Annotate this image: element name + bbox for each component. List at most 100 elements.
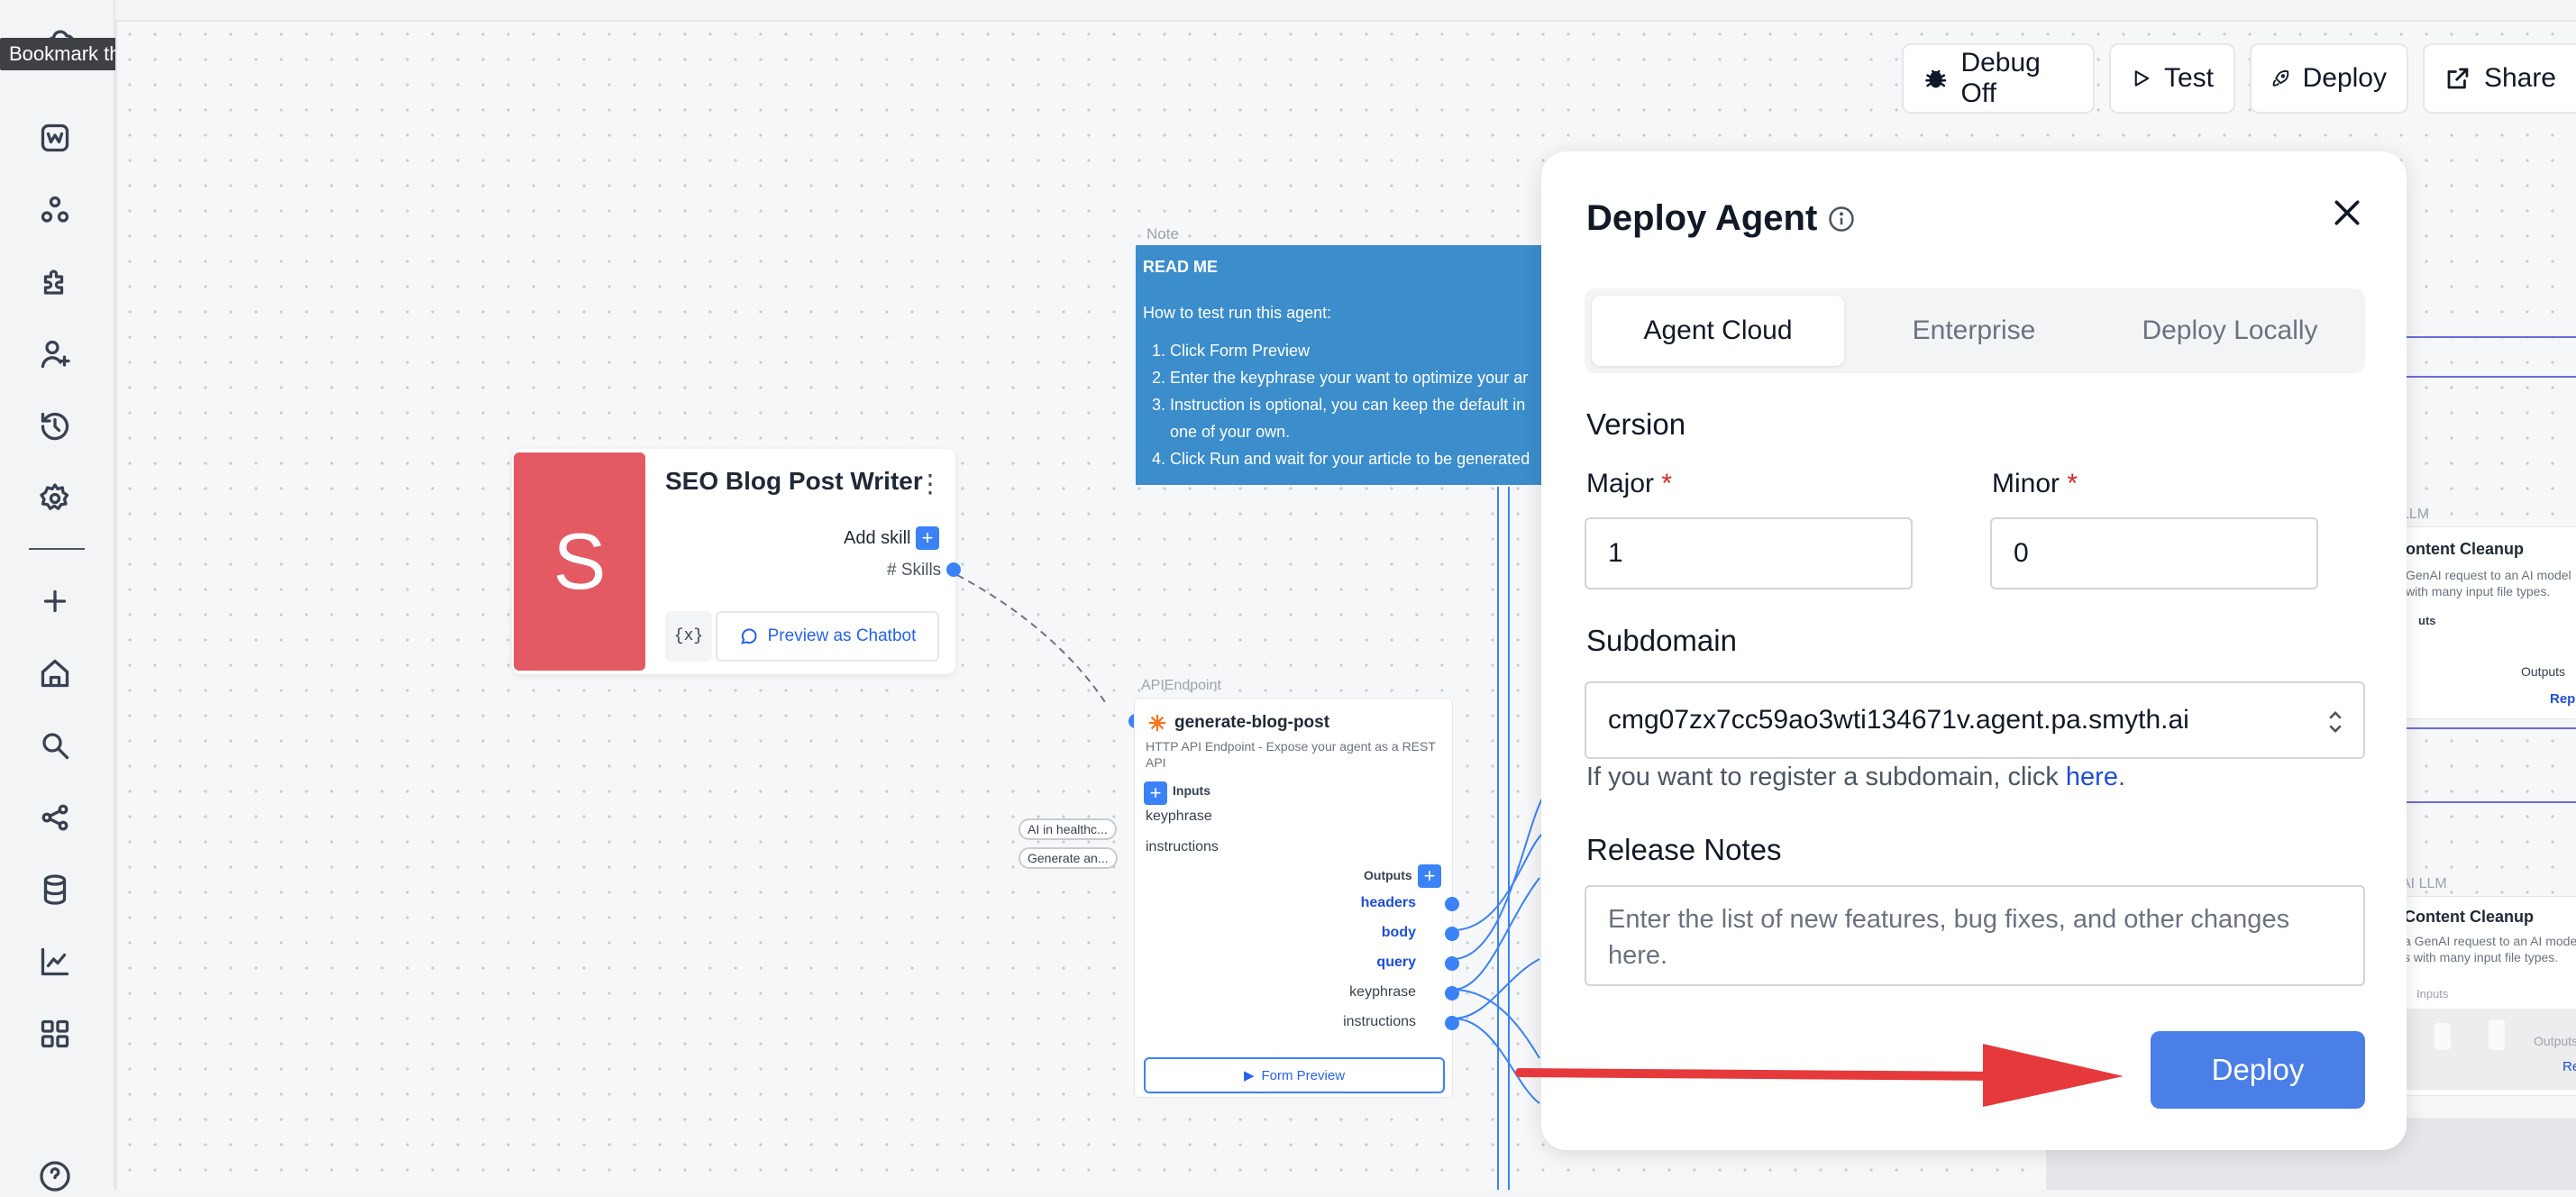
readme-note[interactable]: READ ME How to test run this agent: Clic… [1136,245,1550,485]
w-logo-icon[interactable] [34,117,76,159]
output-connector[interactable] [1445,897,1459,911]
chart-icon[interactable] [34,941,76,982]
form-preview-button[interactable]: ▶ Form Preview [1144,1057,1445,1093]
settings-icon[interactable] [34,478,76,519]
test-button[interactable]: Test [2109,43,2235,114]
deploy-toolbar-button[interactable]: Deploy [2250,43,2408,114]
side-card-link[interactable]: Re [2562,1059,2576,1074]
subdomain-value: cmg07zx7cc59ao3wti134671v.agent.pa.smyth… [1608,705,2189,735]
api-endpoint-caption: APIEndpoint [1141,678,1221,693]
form-preview-label: Form Preview [1261,1067,1346,1083]
input-instructions: instructions [1146,839,1219,854]
connection-line [1452,1018,1540,1104]
output-connector[interactable] [1445,1016,1459,1030]
register-here-link[interactable]: here [2065,763,2118,791]
tab-enterprise[interactable]: Enterprise [1912,315,2036,345]
major-input[interactable]: 1 [1585,517,1913,589]
agent-title: SEO Blog Post Writer [665,467,923,495]
endpoint-icon [1148,714,1166,732]
puzzle-icon[interactable] [34,261,76,303]
note-step: Instruction is optional, you can keep th… [1170,391,1530,445]
input-pill[interactable]: Generate an... [1019,847,1118,869]
tab-agent-cloud[interactable]: Agent Cloud [1592,296,1844,366]
share-button[interactable]: Share [2423,43,2576,114]
help-icon[interactable] [34,1156,76,1197]
modal-title: Deploy Agent [1586,198,1818,238]
subdomain-select[interactable]: cmg07zx7cc59ao3wti134671v.agent.pa.smyth… [1585,681,2365,759]
add-skill-button[interactable]: + [916,526,939,550]
sidebar-divider [29,548,85,550]
preview-chatbot-label: Preview as Chatbot [767,626,917,645]
major-label-text: Major [1586,469,1655,498]
bug-icon [1925,69,1947,88]
content-cleanup-card[interactable]: ontent Cleanup GenAI request to an AI mo… [2398,526,2576,719]
share-graph-icon[interactable] [34,797,76,838]
apps-grid-icon[interactable] [34,1013,76,1055]
search-icon[interactable] [34,725,76,766]
note-heading: READ ME [1143,258,1219,276]
test-label: Test [2163,63,2214,93]
side-card-link[interactable]: Rep [2550,691,2576,707]
history-icon[interactable] [34,406,76,447]
input-pill[interactable]: AI in healthc... [1019,818,1117,840]
side-card-caption: LLM [2401,507,2430,522]
more-options-icon[interactable]: ⋮ [918,470,943,498]
debug-label: Debug Off [1960,48,2041,108]
add-output-button[interactable]: + [1418,864,1441,888]
subdomain-help: If you want to register a subdomain, cli… [1586,763,2125,792]
user-add-icon[interactable] [34,334,76,375]
note-intro: How to test run this agent: [1143,304,1332,322]
share-label: Share [2483,63,2556,93]
play-icon [2134,70,2150,87]
side-card-desc: a GenAI request to an AI mode s with man… [2404,934,2576,964]
minor-input[interactable]: 0 [1990,517,2318,589]
play-icon: ▶ [1243,1068,1255,1083]
side-card-outputs: Outputs [2521,664,2566,679]
connection-line [1452,832,1544,931]
output-query: query [1376,955,1416,970]
skills-connector[interactable] [946,562,961,577]
add-input-button[interactable]: + [1144,781,1167,805]
major-label: Major * [1586,469,1672,499]
inputs-label: Inputs [1173,783,1210,798]
sidebar [0,0,115,1192]
connection-line [1452,989,1540,1059]
home-icon[interactable] [34,653,76,694]
variables-button[interactable]: {x} [665,611,712,662]
skills-label: # Skills [887,561,942,580]
note-step: Click Run and wait for your article to b… [1170,445,1543,472]
agent-card[interactable]: S SEO Blog Post Writer ⋮ Add skill + # S… [512,449,961,674]
output-connector[interactable] [1445,927,1459,941]
debug-toggle-button[interactable]: Debug Off [1902,43,2095,114]
close-icon[interactable] [2329,195,2365,231]
note-steps: Click Form Preview Enter the keyphrase y… [1143,337,1543,472]
required-mark: * [1661,469,1673,498]
plus-icon[interactable] [34,580,76,622]
connection-line [1452,958,1540,1019]
output-connector[interactable] [1445,986,1459,1001]
help-end: . [2117,763,2126,791]
content-cleanup-card[interactable]: Content Cleanup a GenAI request to an AI… [2398,896,2576,1096]
annotation-arrow-icon [1515,1044,2124,1107]
output-connector[interactable] [1445,956,1459,971]
agent-avatar: S [514,452,645,671]
api-endpoint-card[interactable]: generate-blog-post HTTP API Endpoint - E… [1134,698,1459,1098]
api-endpoint-title: generate-blog-post [1174,713,1330,732]
api-endpoint-subtitle: HTTP API Endpoint - Expose your agent as… [1146,739,1436,770]
agents-icon[interactable] [34,189,76,231]
output-keyphrase: keyphrase [1349,984,1416,1000]
info-icon[interactable] [1828,206,1855,233]
skill-connection [956,574,1108,706]
preview-chatbot-button[interactable]: Preview as Chatbot [716,611,939,662]
deploy-tabs: Agent Cloud Enterprise Deploy Locally [1585,288,2365,373]
deploy-button[interactable]: Deploy [2151,1031,2365,1109]
side-card-desc: GenAI request to an AI model with many i… [2406,568,2571,598]
note-caption: Note [1146,225,1179,242]
side-card-inputs: Inputs [2416,987,2449,1001]
tab-deploy-locally[interactable]: Deploy Locally [2142,315,2318,345]
release-notes-textarea[interactable]: Enter the list of new features, bug fixe… [1585,885,2365,986]
database-icon[interactable] [34,869,76,910]
minor-label: Minor * [1992,469,2078,499]
minor-label-text: Minor [1992,469,2060,498]
share-icon [2447,68,2469,89]
